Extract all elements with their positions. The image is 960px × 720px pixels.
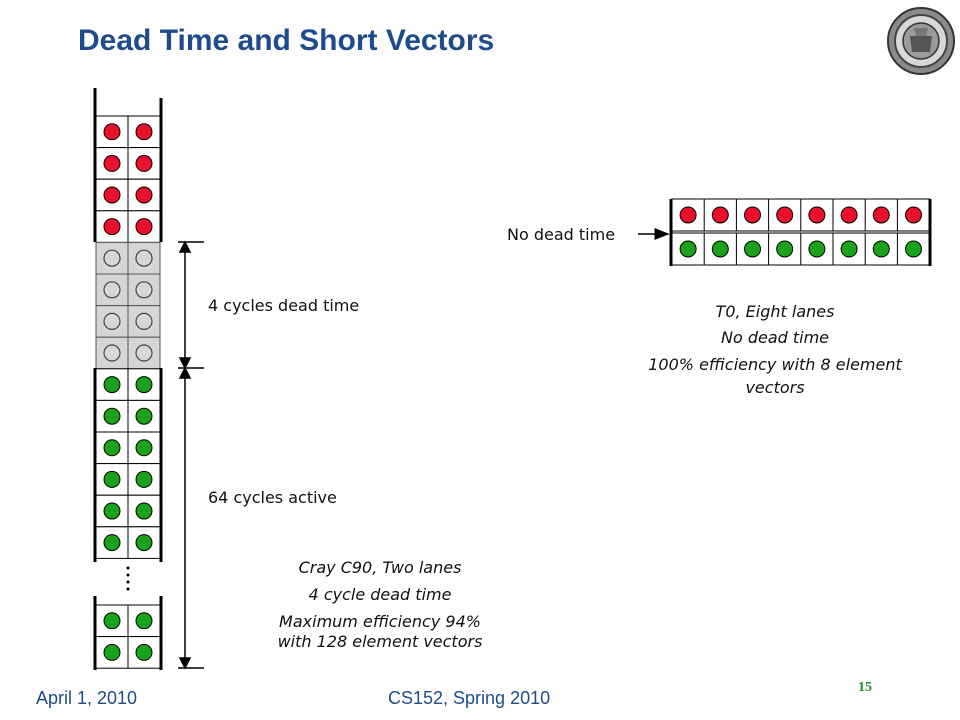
red-element bbox=[103, 154, 121, 172]
dead-row bbox=[95, 336, 161, 370]
red-element bbox=[135, 218, 153, 236]
red-row bbox=[671, 198, 931, 232]
green-element bbox=[135, 534, 153, 552]
red-element bbox=[103, 123, 121, 141]
empty-element bbox=[135, 312, 153, 330]
green-row bbox=[95, 636, 161, 669]
green-row bbox=[95, 526, 161, 559]
green-row bbox=[95, 431, 161, 465]
green-element bbox=[103, 407, 121, 425]
page-title: Dead Time and Short Vectors bbox=[78, 24, 495, 57]
red-element bbox=[103, 186, 121, 204]
empty-element bbox=[103, 312, 121, 330]
red-element bbox=[135, 186, 153, 204]
dead-row bbox=[95, 273, 161, 307]
footer-date: April 1, 2010 bbox=[36, 688, 138, 708]
green-element bbox=[103, 502, 121, 520]
red-element bbox=[776, 206, 794, 224]
red-element bbox=[744, 206, 761, 224]
red-element bbox=[135, 154, 153, 172]
red-element bbox=[679, 206, 697, 224]
dead-row bbox=[95, 305, 161, 338]
page-number: 15 bbox=[858, 680, 872, 695]
green-element bbox=[711, 240, 729, 258]
green-element bbox=[872, 240, 890, 258]
red-element bbox=[808, 206, 826, 224]
green-element bbox=[103, 376, 121, 394]
green-row bbox=[671, 232, 931, 266]
empty-element bbox=[135, 344, 153, 362]
active-dimension bbox=[178, 366, 204, 670]
red-element bbox=[135, 123, 153, 141]
left-caption-line2: 4 cycle dead time bbox=[308, 585, 452, 604]
red-element bbox=[840, 206, 858, 224]
green-element bbox=[135, 643, 153, 661]
left-caption-line1: Cray C90, Two lanes bbox=[298, 558, 462, 577]
empty-element bbox=[135, 249, 153, 267]
green-element bbox=[776, 240, 794, 258]
red-row bbox=[95, 115, 161, 149]
red-element bbox=[905, 206, 922, 224]
right-caption-line3a: 100% efficiency with 8 element bbox=[648, 355, 902, 374]
red-element bbox=[872, 206, 890, 224]
green-element bbox=[103, 534, 121, 552]
green-element bbox=[808, 240, 826, 258]
empty-element bbox=[135, 281, 153, 299]
green-element bbox=[905, 240, 922, 258]
green-element bbox=[135, 470, 153, 488]
green-element bbox=[135, 376, 153, 394]
no-dead-time-label: No dead time bbox=[507, 225, 616, 244]
dead-row bbox=[95, 241, 161, 275]
right-lane-grid bbox=[669, 198, 932, 266]
right-caption-line3b: vectors bbox=[745, 378, 805, 397]
red-element bbox=[103, 218, 121, 236]
university-seal-icon bbox=[887, 7, 955, 75]
right-caption-line2: No dead time bbox=[720, 328, 830, 347]
green-element bbox=[840, 240, 858, 258]
active-label: 64 cycles active bbox=[208, 488, 337, 507]
green-element bbox=[135, 407, 153, 425]
green-element bbox=[679, 240, 697, 258]
green-row bbox=[95, 463, 161, 496]
left-caption-line3b: with 128 element vectors bbox=[277, 632, 483, 651]
green-element bbox=[103, 612, 121, 630]
dead-time-dimension bbox=[178, 240, 204, 370]
green-element bbox=[103, 643, 121, 661]
left-caption-line3a: Maximum efficiency 94% bbox=[279, 612, 481, 631]
green-element bbox=[103, 470, 121, 488]
right-caption-line1: T0, Eight lanes bbox=[715, 302, 835, 321]
green-element bbox=[135, 439, 153, 457]
empty-element bbox=[103, 344, 121, 362]
red-row bbox=[95, 178, 161, 212]
empty-element bbox=[103, 249, 121, 267]
green-row bbox=[95, 494, 161, 528]
footer-course: CS152, Spring 2010 bbox=[388, 688, 551, 708]
green-element bbox=[103, 439, 121, 457]
green-row bbox=[95, 368, 161, 401]
red-row bbox=[95, 210, 161, 243]
green-row bbox=[95, 399, 161, 433]
green-element bbox=[744, 240, 761, 258]
green-element bbox=[135, 502, 153, 520]
ellipsis-icon bbox=[126, 566, 130, 591]
green-element bbox=[135, 612, 153, 630]
red-row bbox=[95, 147, 161, 180]
left-lane-grid bbox=[93, 88, 163, 670]
red-element bbox=[711, 206, 729, 224]
empty-element bbox=[103, 281, 121, 299]
green-row bbox=[95, 604, 161, 638]
dead-time-label: 4 cycles dead time bbox=[208, 296, 360, 315]
